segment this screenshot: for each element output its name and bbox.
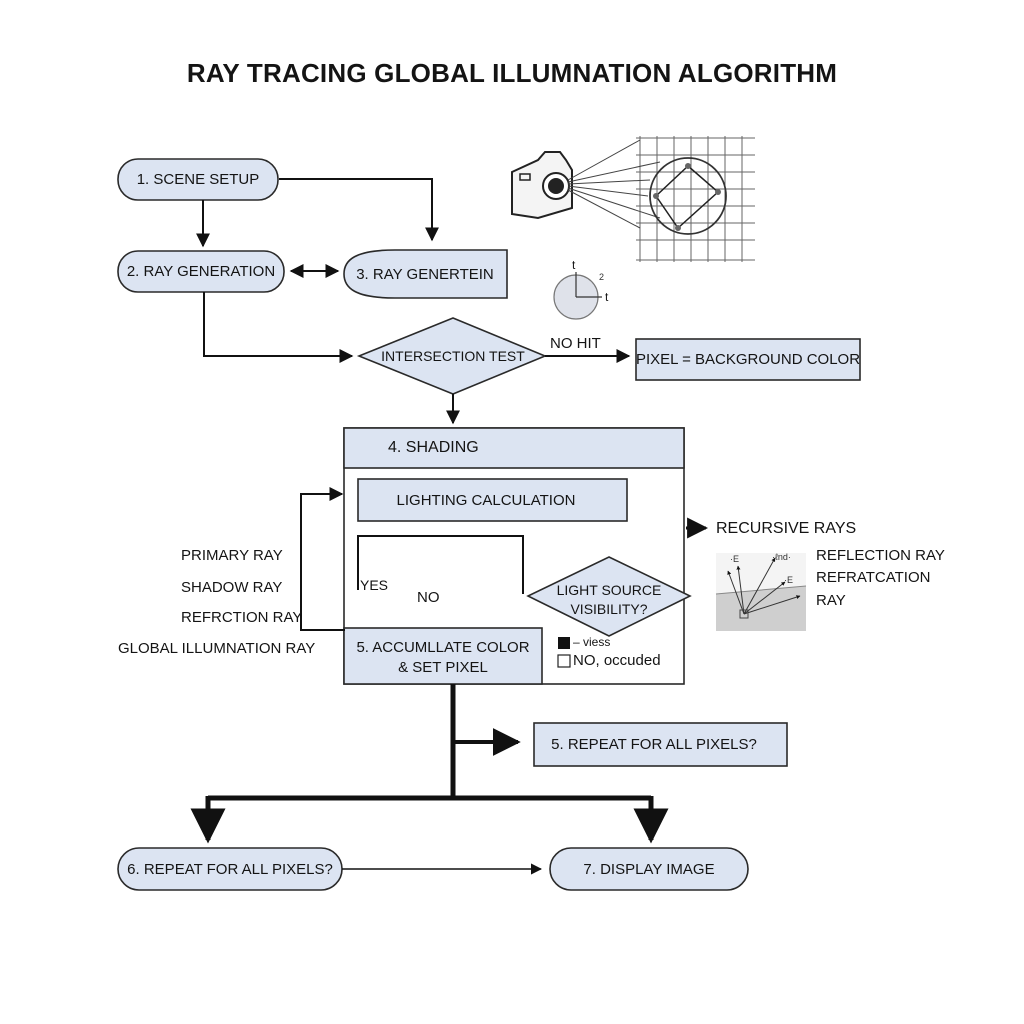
shading-header	[343, 427, 685, 469]
camera-grid-illustration	[511, 136, 755, 262]
legend-yes-label: – viess	[573, 635, 611, 649]
camera-icon	[511, 151, 573, 220]
clock-label-top: t	[572, 258, 576, 272]
recursive-rays-label: RECURSIVE RAYS	[716, 520, 857, 537]
ray-genertein-node	[343, 249, 508, 299]
legend-no-label: NO, occuded	[573, 652, 661, 669]
shading-label: 4. SHADING	[388, 439, 479, 456]
reflection-inset	[715, 553, 807, 631]
lighting-node	[357, 478, 628, 522]
light-source-line1: LIGHT SOURCE	[556, 582, 662, 598]
inset-label-left: ·E	[730, 554, 739, 564]
lighting-label: LIGHTING CALCULATION	[396, 491, 576, 509]
accumulate-line1: 5. ACCUMLLATE COLOR	[356, 639, 530, 656]
ray-generation-node	[117, 250, 285, 293]
clock-icon	[553, 272, 602, 320]
ray-type-shadow: SHADOW RAY	[181, 579, 283, 596]
sphere-object	[649, 157, 727, 235]
intersection-test-label: INTERSECTION TEST	[381, 348, 525, 364]
no-label: NO	[417, 589, 440, 606]
yes-label: YES	[360, 577, 389, 593]
background-label: PIXEL = BACKGROUND COLOR	[635, 351, 861, 368]
ray-generation-label: 2. RAY GENERATION	[126, 263, 276, 280]
accumulate-line2: & SET PIXEL	[398, 659, 488, 676]
accumulate-node	[343, 627, 543, 685]
light-source-node	[526, 556, 692, 637]
repeat-bottom-label: 6. REPEAT FOR ALL PIXELS?	[127, 860, 333, 878]
scene-setup-label: 1. SCENE SETUP	[136, 171, 260, 188]
diagram-title: RAY TRACING GLOBAL ILLUMNATION ALGORITHM	[186, 58, 838, 88]
projection-grid	[636, 136, 755, 262]
clock-label-right: t	[605, 290, 609, 304]
reflection-label-2: REFRATCATION	[816, 569, 931, 586]
reflection-label-1: REFLECTION RAY	[816, 547, 945, 564]
repeat-right-node	[533, 722, 788, 767]
inset-label-right: ·E	[784, 575, 793, 585]
clock-label-right-top: 2	[599, 272, 605, 282]
light-source-line2: VISIBILITY?	[570, 601, 648, 617]
scene-setup-node	[117, 158, 279, 201]
no-hit-label: NO HIT	[550, 335, 601, 352]
reflection-label-3: RAY	[816, 592, 846, 609]
legend-yes-swatch	[558, 637, 570, 649]
connectors	[190, 178, 709, 875]
display-image-label: 7. DISPLAY IMAGE	[583, 860, 715, 878]
ray-type-global: GLOBAL ILLUMNATION RAY	[118, 640, 316, 657]
repeat-right-label: 5. REPEAT FOR ALL PIXELS?	[551, 736, 757, 753]
display-image-node	[549, 847, 749, 891]
camera-rays	[567, 139, 661, 229]
ray-genertein-label: 3. RAY GENERTEIN	[356, 265, 494, 283]
ray-type-primary: PRIMARY RAY	[181, 547, 283, 564]
background-node	[635, 338, 861, 381]
legend-no-swatch	[557, 654, 571, 668]
inset-label-middle: ·ℓnd·	[772, 552, 791, 562]
ray-type-refraction: REFRCTION RAY	[181, 609, 303, 626]
